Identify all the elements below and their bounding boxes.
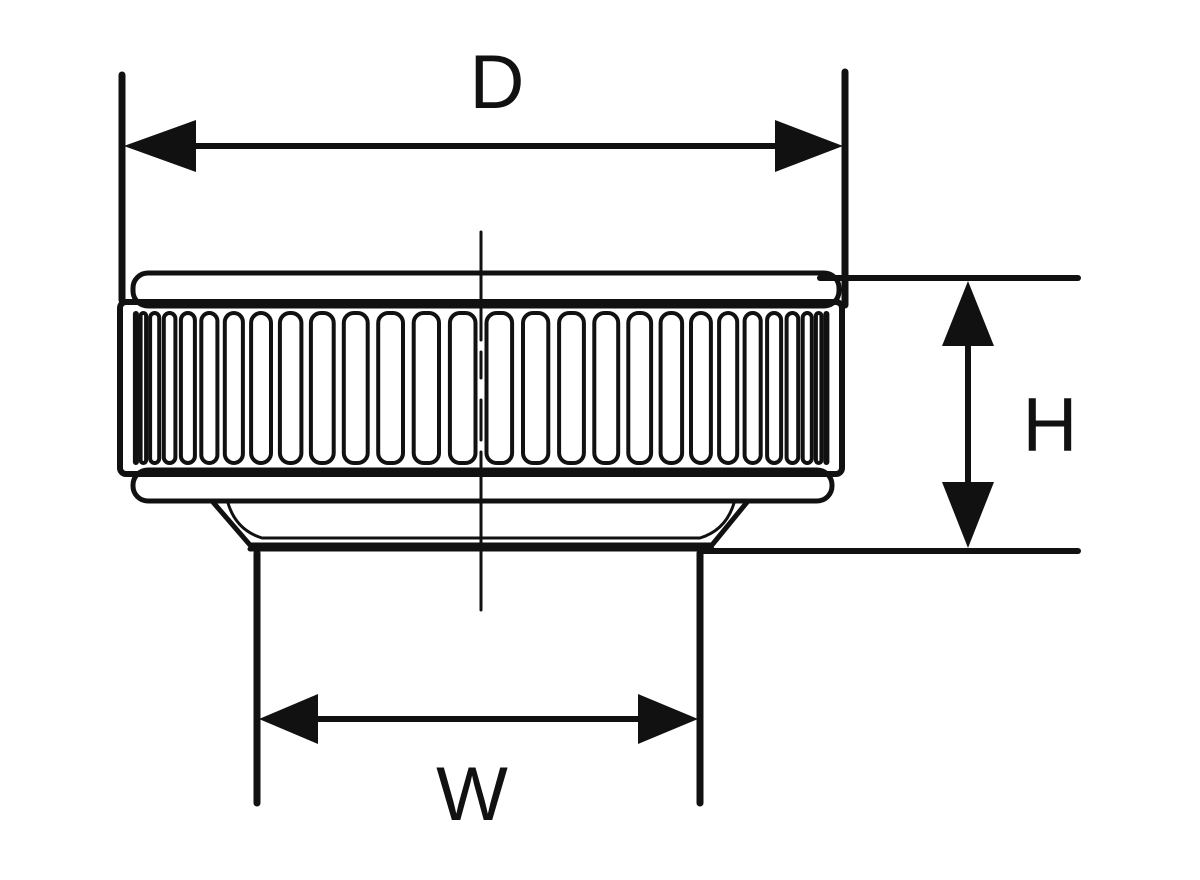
knurl-ridge [742, 311, 763, 465]
knurl-ridge [765, 311, 784, 465]
diameter-arrow-right [775, 120, 843, 172]
knurl-ridge [813, 311, 824, 465]
knurl-ridge [484, 311, 515, 465]
height-label: H [1023, 383, 1078, 468]
knurl-ridge [800, 311, 814, 465]
knurl-ridge [161, 311, 178, 465]
width-arrow-right [638, 694, 698, 744]
height-arrow-bottom [942, 482, 994, 548]
height-dimension: H [697, 275, 1081, 554]
knurl-ridge [658, 311, 685, 465]
top-chamfer-band [130, 270, 842, 309]
knurl-ridge [592, 311, 621, 465]
width-dimension: W [253, 549, 704, 837]
knurl-ridge [249, 311, 274, 465]
diameter-label: D [470, 40, 525, 125]
knurl-ridge [447, 311, 478, 465]
knurl-ridge [199, 311, 220, 465]
knurl-ridge [376, 311, 406, 465]
knurl-ridge [222, 311, 245, 465]
knurl-ridge [132, 311, 139, 465]
knurl-ridge [277, 311, 304, 465]
knurl-ridge [138, 311, 149, 465]
knurl-ridge [689, 311, 713, 465]
height-arrow-top [942, 281, 994, 346]
knurl-ridge [148, 311, 162, 465]
knurl-ridges [132, 311, 830, 465]
knurl-ridge [717, 311, 740, 465]
knurl-ridge [626, 311, 654, 465]
diameter-dimension: D [118, 40, 849, 309]
knurl-ridge [411, 311, 442, 465]
knurl-ridge [178, 311, 197, 465]
width-label: W [436, 752, 508, 837]
knurl-ridge [784, 311, 801, 465]
knurl-ridge [341, 311, 370, 465]
knurl-ridge [308, 311, 336, 465]
knurl-ridge [521, 311, 551, 465]
knurl-ridge [823, 311, 830, 465]
diameter-arrow-left [124, 120, 196, 172]
knurl-ridge [557, 311, 586, 465]
width-arrow-left [259, 694, 318, 744]
